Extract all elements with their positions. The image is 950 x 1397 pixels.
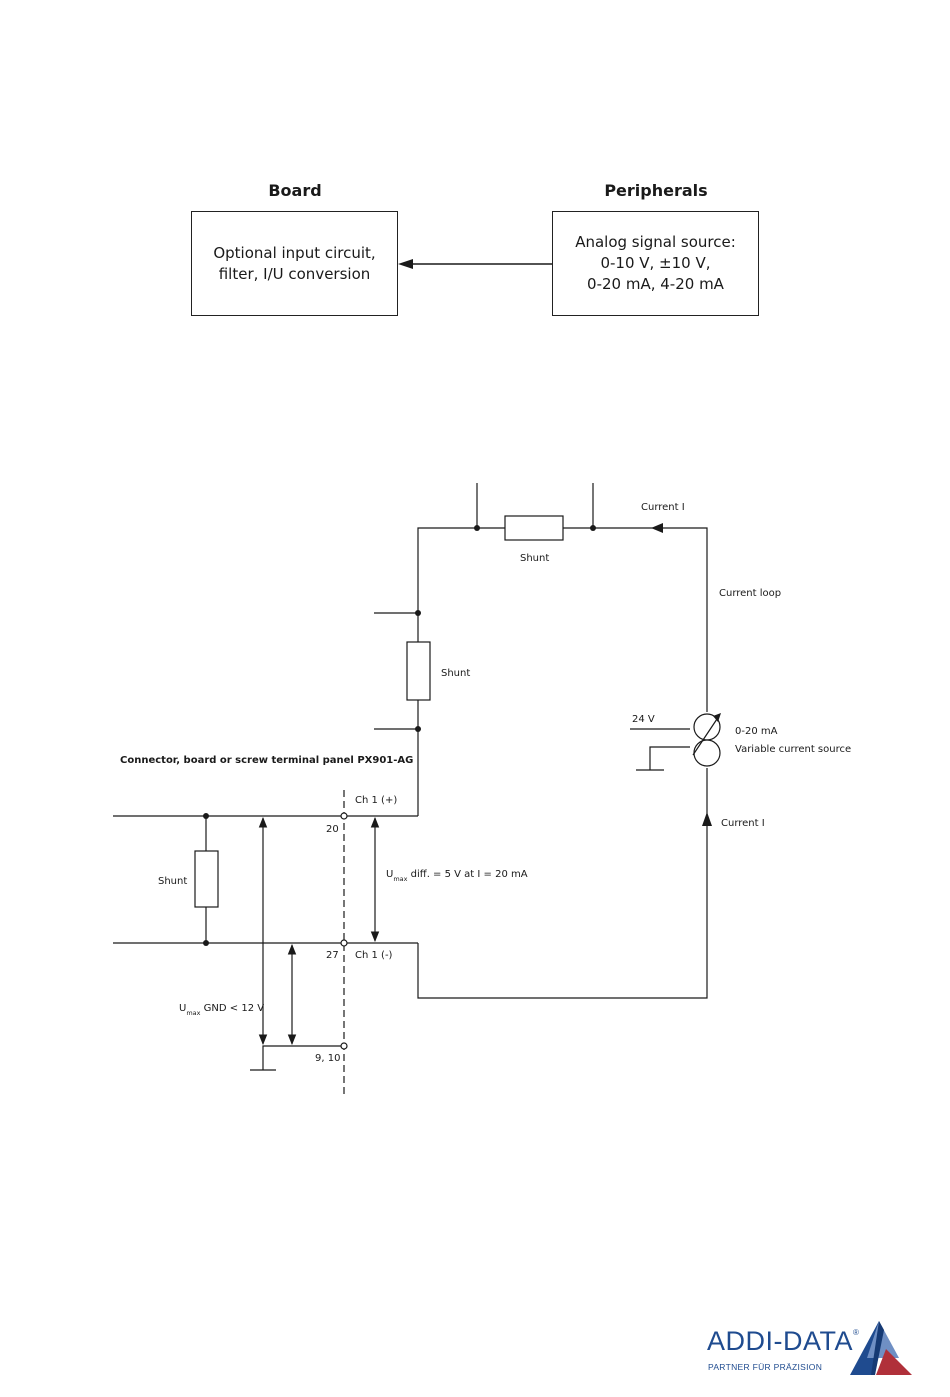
loop-wire-top-right	[563, 527, 708, 712]
board-box-line-1: Optional input circuit,	[213, 243, 376, 262]
board-heading: Board	[268, 181, 322, 200]
logo-tagline: PARTNER FÜR PRÄZISION	[708, 1362, 823, 1372]
terminals	[340, 812, 348, 1050]
variable-current-source	[692, 713, 721, 767]
junction-dot	[203, 940, 209, 946]
current-right-arrowhead	[702, 812, 712, 826]
logo-registered: ®	[853, 1328, 860, 1337]
shunt-left-label: Shunt	[158, 876, 187, 887]
current-top-arrowhead	[651, 523, 663, 533]
board-box-line-2: filter, I/U conversion	[218, 264, 371, 283]
junction-dot	[203, 813, 209, 819]
umax-gnd-text: GND < 12 V	[201, 1003, 265, 1014]
umax-diff-text: diff. = 5 V at I = 20 mA	[408, 869, 528, 880]
umax-gnd-sub: max	[186, 1009, 200, 1017]
source-box-line-2: 0-10 V, ±10 V,	[600, 254, 711, 272]
umax-diff-label: Umax diff. = 5 V at I = 20 mA	[386, 869, 528, 883]
logo-name: ADDI-DATA	[707, 1326, 853, 1356]
current-loop-label: Current loop	[719, 588, 781, 599]
gnd-wire	[262, 1045, 344, 1070]
top-shunt-resistor	[504, 515, 564, 541]
logo-wordmark: ADDI-DATA®	[707, 1326, 859, 1357]
source-voltage-label: 24 V	[632, 714, 655, 725]
mid-shunt-resistor	[406, 641, 431, 701]
terminal-27	[340, 939, 348, 947]
current-right-label: Current I	[721, 818, 765, 829]
source-range-label: 0-20 mA	[735, 726, 778, 737]
junction-dot	[415, 726, 421, 732]
shunt-mid-label: Shunt	[441, 668, 470, 679]
current-top-label: Current I	[641, 502, 685, 513]
connector-label: Connector, board or screw terminal panel…	[120, 755, 413, 766]
shunt-top-label: Shunt	[520, 553, 549, 564]
umax-diff-sub: max	[393, 875, 407, 883]
addi-data-logo: ADDI-DATA® PARTNER FÜR PRÄZISION	[700, 1318, 920, 1380]
loop-wire-right-lower	[417, 768, 708, 999]
board-box: Optional input circuit, filter, I/U conv…	[191, 211, 398, 316]
junction-dot	[415, 610, 421, 616]
junction-dot	[590, 525, 596, 531]
terminal-20	[340, 812, 348, 820]
signal-source-box: Analog signal source: 0-10 V, ±10 V, 0-2…	[552, 211, 759, 316]
pin-20-label: 20	[326, 824, 339, 835]
junction-dots	[203, 525, 596, 946]
pin-gnd-label: 9, 10	[315, 1053, 340, 1064]
ch1-minus-label: Ch 1 (-)	[355, 950, 393, 961]
logo-triangle-icon	[850, 1321, 912, 1375]
umax-diff-u: U	[386, 869, 393, 880]
source-name-label: Variable current source	[735, 744, 851, 755]
left-shunt-resistor	[194, 850, 219, 908]
peripherals-heading: Peripherals	[604, 181, 708, 200]
source-box-line-1: Analog signal source:	[575, 233, 736, 251]
source-box-line-3: 0-20 mA, 4-20 mA	[587, 275, 724, 293]
source-ground-wire	[649, 746, 690, 770]
source-adjust-arrowhead	[713, 713, 721, 722]
terminal-gnd	[340, 1042, 348, 1050]
signal-arrow	[398, 259, 552, 269]
pin-27-label: 27	[326, 950, 339, 961]
umax-gnd-u: U	[179, 1003, 186, 1014]
junction-dot	[474, 525, 480, 531]
umax-gnd-label: Umax GND < 12 V	[179, 1003, 264, 1017]
ch1-plus-label: Ch 1 (+)	[355, 795, 397, 806]
